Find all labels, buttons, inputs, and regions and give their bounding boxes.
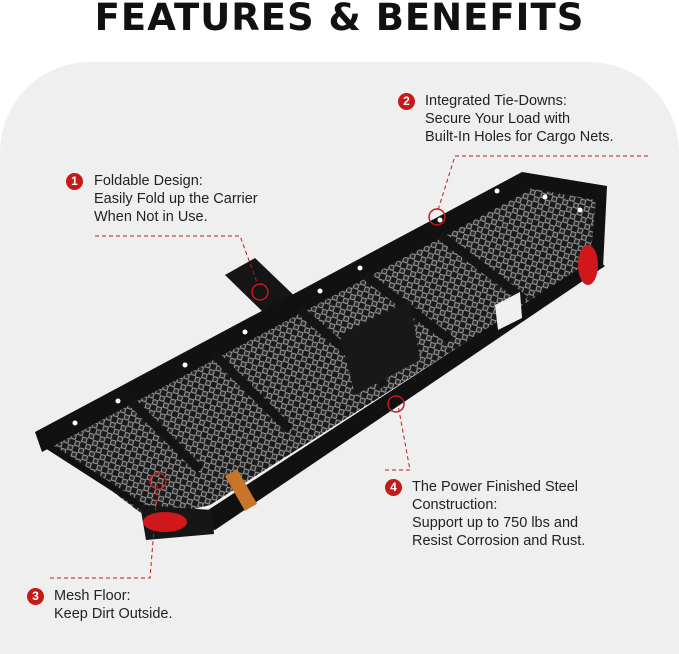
callout-foldable-design: 1 Foldable Design: Easily Fold up the Ca… <box>66 172 258 226</box>
number-badge: 3 <box>27 588 44 605</box>
callout-text: Resist Corrosion and Rust. <box>412 533 586 549</box>
cross-bars <box>126 231 528 474</box>
back-rim <box>35 172 530 452</box>
callout-mesh-floor: 3 Mesh Floor: Keep Dirt Outside. <box>27 587 172 623</box>
center-plate <box>340 300 420 395</box>
callout-text: Keep Dirt Outside. <box>54 606 173 622</box>
callout-leader-lines <box>50 155 648 579</box>
callout-text: When Not in Use. <box>94 209 208 225</box>
tie-down-holes <box>72 188 583 426</box>
callout-steel-construction: 4 The Power Finished Steel Construction:… <box>385 478 585 550</box>
number-badge: 4 <box>385 479 402 496</box>
page-title: FEATURES & BENEFITS <box>94 0 585 39</box>
reflector-right <box>578 245 598 285</box>
callout-heading: Mesh Floor: <box>54 588 131 604</box>
number-badge: 1 <box>66 173 83 190</box>
callout-text: Easily Fold up the Carrier <box>94 191 258 207</box>
brand-logo <box>224 469 258 511</box>
number-badge: 2 <box>398 93 415 110</box>
callout-heading: Integrated Tie-Downs: <box>425 93 567 109</box>
callout-heading: Construction: <box>412 497 498 513</box>
callout-heading: Foldable Design: <box>94 173 203 189</box>
reflector-left <box>143 512 187 532</box>
mesh-floor <box>45 182 600 520</box>
callout-tie-downs: 2 Integrated Tie-Downs: Secure Your Load… <box>398 92 614 146</box>
callout-text: Built-In Holes for Cargo Nets. <box>425 129 614 145</box>
callout-text: Support up to 750 lbs and <box>412 515 579 531</box>
callout-text: Secure Your Load with <box>425 111 571 127</box>
callout-heading: The Power Finished Steel <box>412 479 579 495</box>
warning-label <box>495 292 522 330</box>
right-end <box>522 172 607 268</box>
callout-markers <box>149 208 446 490</box>
